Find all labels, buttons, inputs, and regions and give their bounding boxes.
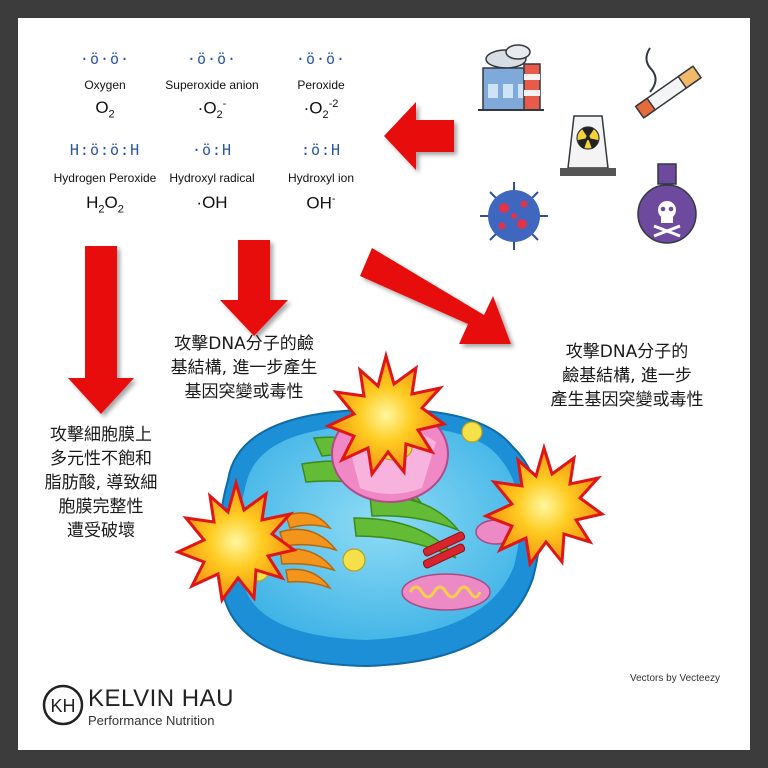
electron-dot-diagram: ·ö·ö· (295, 50, 347, 68)
electron-dot-diagram: ·ö·ö· (79, 50, 131, 68)
centrioles (422, 531, 466, 569)
illustration-layer: KH (42, 44, 703, 726)
cigarette-icon (634, 47, 703, 119)
infographic-frame: ·ö·ö· Oxygen O2 ·ö·ö· Superoxide anion ·… (18, 18, 750, 750)
species-hydroxyl-radical: ·ö:H Hydroxyl radical ·OH (155, 141, 269, 213)
explosion-burst (324, 350, 448, 478)
arrow-to-dna-center (220, 240, 288, 336)
species-formula: OH- (306, 193, 336, 213)
species-peroxide: ·ö·ö· Peroxide ·O2-2 (264, 50, 378, 121)
factory-icon (478, 44, 544, 111)
species-name: Oxygen (84, 78, 126, 92)
species-hydroxyl-ion: :ö:H Hydroxyl ion OH- (264, 141, 378, 214)
species-formula: ·O2-2 (303, 98, 339, 122)
mitochondrion (401, 573, 491, 611)
species-name: Peroxide (297, 78, 345, 92)
vector-credit: Vectors by Vecteezy (630, 673, 721, 684)
arrow-from-sources (384, 102, 454, 170)
species-formula: O2 (95, 98, 115, 121)
species-superoxide-anion: ·ö·ö· Superoxide anion ·O2- (155, 50, 269, 121)
species-name: Hydroxyl radical (169, 171, 255, 185)
species-formula: ·O2- (197, 98, 227, 122)
species-name: Superoxide anion (165, 78, 259, 92)
radiation-icon (560, 115, 616, 176)
species-name: Hydrogen Peroxide (53, 171, 157, 185)
electron-dot-diagram: ·ö:H (191, 141, 233, 159)
poison-icon (637, 163, 697, 244)
electron-dot-diagram: ·ö·ö· (186, 50, 238, 68)
logo-mark-text: KH (50, 696, 75, 716)
animal-cell (218, 405, 542, 668)
label-dna-attack-center: 攻擊DNA分子的鹼基結構, 進一步產生基因突變或毒性 (170, 334, 318, 402)
species-oxygen: ·ö·ö· Oxygen O2 (48, 50, 162, 120)
electron-dot-diagram: :ö:H (300, 141, 342, 159)
explosion-burst (174, 477, 298, 604)
explosion-burst (482, 442, 606, 568)
arrow-to-dna-right (360, 248, 511, 344)
species-name: Hydroxyl ion (287, 171, 355, 185)
logo: KELVIN HAU Performance Nutrition (88, 685, 234, 728)
species-formula: H2O2 (86, 193, 124, 216)
logo-mark: KH (42, 684, 84, 726)
label-membrane-attack: 攻擊細胞膜上多元性不飽和脂肪酸, 導致細胞膜完整性遭受破壞 (44, 425, 158, 541)
arrow-to-membrane (68, 246, 134, 414)
logo-tagline: Performance Nutrition (88, 713, 215, 728)
logo-name: KELVIN HAU (88, 685, 234, 712)
label-dna-attack-right: 攻擊DNA分子的鹼基結構, 進一步產生基因突變或毒性 (550, 342, 704, 410)
electron-dot-diagram: H:ö:ö:H (69, 141, 141, 159)
species-hydrogen-peroxide: H:ö:ö:H Hydrogen Peroxide H2O2 (38, 141, 172, 215)
species-formula: ·OH (196, 193, 228, 212)
virus-icon (480, 182, 548, 250)
golgi-apparatus (279, 512, 339, 590)
